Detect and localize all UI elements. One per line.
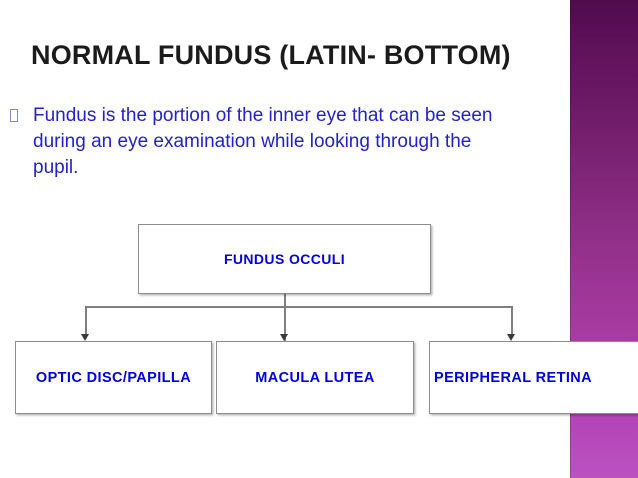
arrowhead-center-icon [280,334,288,341]
flowchart-node-root: FUNDUS OCCULI [138,224,431,294]
page-title: NORMAL FUNDUS (LATIN- BOTTOM) [31,40,511,70]
flowchart-node-optic-disc: OPTIC DISC/PAPILLA [15,341,212,414]
flowchart-node-peripheral-retina: PERIPHERAL RETINA [429,341,638,414]
flowchart-node-macula-lutea: MACULA LUTEA [216,341,414,414]
connector-drop-right [511,306,513,336]
connector-drop-left [85,306,87,336]
arrowhead-right-icon [507,334,515,341]
connector-root-stem [284,294,286,341]
connector-horizontal-bar [85,306,512,308]
bullet-paragraph-text: Fundus is the portion of the inner eye t… [33,105,493,178]
arrowhead-left-icon [81,334,89,341]
bullet-box-icon [10,109,18,122]
band-edge-line [570,0,571,478]
bullet-paragraph: Fundus is the portion of the inner eye t… [10,103,530,181]
